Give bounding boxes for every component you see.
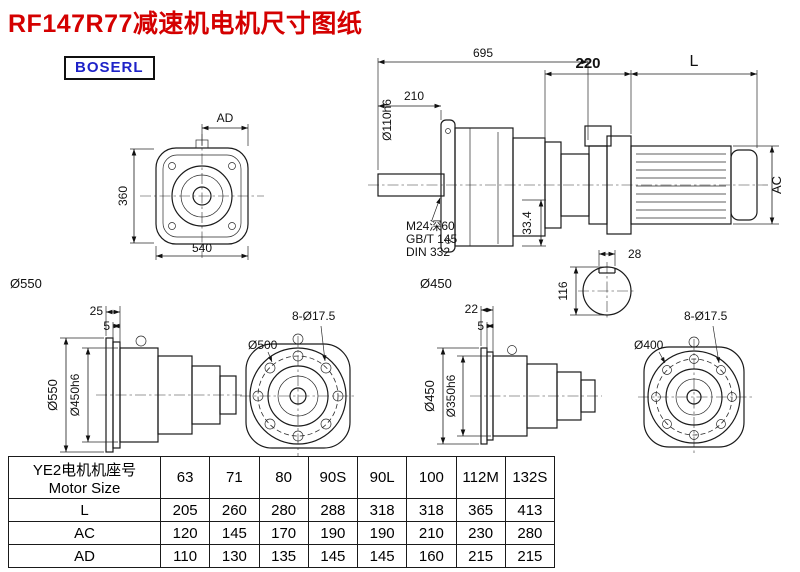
table-cell: 205 bbox=[159, 498, 211, 522]
label-holes-8x17-5: 8-Ø17.5 bbox=[684, 309, 728, 323]
dim-motor-ac: AC bbox=[769, 176, 784, 194]
table-col-header: 90S bbox=[307, 456, 359, 499]
table-cell: 190 bbox=[356, 521, 408, 545]
table-cell: 413 bbox=[504, 498, 556, 522]
table-cell: 288 bbox=[307, 498, 359, 522]
table-col-header: 112M bbox=[455, 456, 506, 499]
table-cell: 280 bbox=[258, 498, 309, 522]
table-cell: 130 bbox=[209, 544, 260, 568]
dim-key-28: 28 bbox=[628, 247, 642, 261]
view-flange-400-front: 8-Ø17.5 Ø400 bbox=[634, 309, 752, 455]
boserl-logo: BOSERL bbox=[64, 56, 155, 80]
label-thread: M24深60 bbox=[406, 219, 455, 233]
table-cell: 190 bbox=[307, 521, 359, 545]
dim-25: 25 bbox=[90, 304, 104, 318]
view-flange-500-front: 8-Ø17.5 Ø500 bbox=[240, 309, 356, 456]
label-centre-hole-standard: DIN 332 bbox=[406, 245, 450, 259]
label-holes-8x17-5: 8-Ø17.5 bbox=[292, 309, 336, 323]
table-col-header: 80 bbox=[258, 456, 309, 499]
dim-33-4: 33.4 bbox=[520, 211, 534, 235]
table-cell: 110 bbox=[159, 544, 211, 568]
table-col-header: YE2电机机座号 Motor Size bbox=[8, 456, 161, 499]
table-row-header: L bbox=[8, 498, 161, 522]
dim-220: 220 bbox=[575, 55, 600, 72]
table-cell: 215 bbox=[504, 544, 556, 568]
view-flange-550-side: 25 5 Ø550 Ø450h6 bbox=[45, 304, 242, 453]
label-thread-standard: GB/T 145 bbox=[406, 232, 457, 246]
table-col-header: 132S bbox=[504, 456, 556, 499]
dim-116: 116 bbox=[556, 281, 570, 300]
view-assembly-side: 695 210 Ø110h6 M24深60 GB/T 145 DIN 332 3… bbox=[368, 46, 784, 291]
table-row-header: AC bbox=[8, 521, 161, 545]
label-bolt-circle-500: Ø500 bbox=[248, 338, 278, 352]
table-cell: 170 bbox=[258, 521, 309, 545]
table-cell: 145 bbox=[209, 521, 260, 545]
dim-360: 360 bbox=[116, 186, 130, 206]
table-cell: 215 bbox=[455, 544, 506, 568]
label-shaft-dia: Ø110h6 bbox=[380, 99, 394, 141]
eyebolt-icon bbox=[507, 345, 517, 355]
table-cell: 318 bbox=[356, 498, 408, 522]
view-flange-450-side: 22 5 Ø450 Ø350h6 bbox=[422, 302, 602, 445]
table-col-header: 90L bbox=[356, 456, 408, 499]
table-cell: 318 bbox=[406, 498, 457, 522]
dim-5b: 5 bbox=[477, 319, 484, 333]
dim-540: 540 bbox=[192, 241, 212, 255]
table-cell: 210 bbox=[406, 521, 457, 545]
table-cell: 260 bbox=[209, 498, 260, 522]
dim-5a: 5 bbox=[103, 319, 110, 333]
label-dia-450: Ø450 bbox=[420, 276, 452, 291]
gearbox-housing bbox=[454, 127, 514, 247]
table-cell: 135 bbox=[258, 544, 309, 568]
dim-spigot-350h6: Ø350h6 bbox=[444, 374, 458, 417]
label-bolt-circle-400: Ø400 bbox=[634, 338, 664, 352]
input-shaft bbox=[377, 173, 445, 197]
table-col-header: 100 bbox=[406, 456, 457, 499]
dim-flange-550: Ø550 bbox=[45, 379, 60, 411]
table-cell: 280 bbox=[504, 521, 556, 545]
table-col-header: 71 bbox=[209, 456, 260, 499]
fan-cowl bbox=[730, 149, 758, 221]
dim-flange-450: Ø450 bbox=[422, 380, 437, 412]
view-shaft-section: 28 116 bbox=[556, 247, 642, 320]
table-cell: 145 bbox=[307, 544, 359, 568]
table-row-header: AD bbox=[8, 544, 161, 568]
table-cell: 230 bbox=[455, 521, 506, 545]
dim-210: 210 bbox=[404, 89, 424, 103]
table-cell: 160 bbox=[406, 544, 457, 568]
dim-695: 695 bbox=[473, 46, 493, 60]
table-cell: 120 bbox=[159, 521, 211, 545]
table-cell: 145 bbox=[356, 544, 408, 568]
label-dia-550: Ø550 bbox=[10, 276, 42, 291]
dim-spigot-450h6: Ø450h6 bbox=[68, 373, 82, 416]
dim-ad: AD bbox=[217, 111, 234, 125]
dim-motor-length-l: L bbox=[690, 53, 699, 70]
table-col-header: 63 bbox=[159, 456, 211, 499]
dim-22: 22 bbox=[465, 302, 479, 316]
table-cell: 365 bbox=[455, 498, 506, 522]
view-gearbox-top-flange: AD 360 540 Ø550 bbox=[10, 111, 264, 291]
eyebolt-icon bbox=[135, 335, 147, 347]
page-title: RF147R77减速机电机尺寸图纸 bbox=[8, 10, 363, 38]
